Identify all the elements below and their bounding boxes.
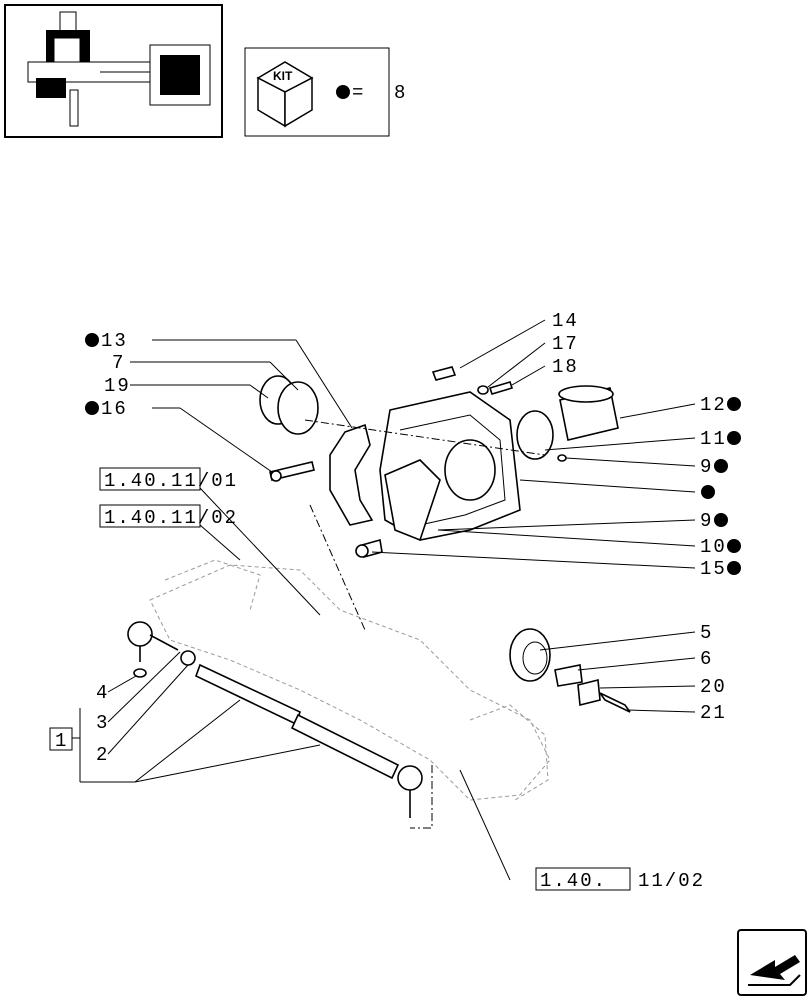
callout-c6: 6 xyxy=(700,648,713,670)
bullet-icon xyxy=(727,561,741,575)
ref-bottom-box-label: 1.40. xyxy=(540,870,607,892)
thumbnail-frame xyxy=(4,4,223,138)
ref-bottom-tail-label: 11/02 xyxy=(638,870,705,892)
kit-equals: = xyxy=(352,82,365,104)
kit-legend: KIT = 8 xyxy=(244,47,407,137)
bullet-icon xyxy=(727,431,741,445)
pin-9 xyxy=(557,454,567,462)
axle-thumbnail xyxy=(27,11,211,127)
kit-cube-icon: KIT xyxy=(256,61,314,128)
gear-5 xyxy=(509,628,551,682)
bracket-half xyxy=(384,459,441,542)
callout-text: 15 xyxy=(700,558,727,580)
ball-joint-left xyxy=(127,621,153,647)
callout-c20: 20 xyxy=(700,676,727,698)
callout-text: 10 xyxy=(700,536,727,558)
nut-4 xyxy=(133,668,147,678)
tie-rod-assembly xyxy=(127,621,433,829)
callout-text: 12 xyxy=(700,394,727,416)
callout-c15: 15 xyxy=(700,558,741,580)
washer-17 xyxy=(477,385,489,395)
exploded-parts-upper xyxy=(259,366,619,631)
bullet-icon xyxy=(714,513,728,527)
callout-c14: 14 xyxy=(552,310,579,332)
bullet-icon xyxy=(727,539,741,553)
callout-c5: 5 xyxy=(700,622,713,644)
callout-text: 9 xyxy=(700,510,713,532)
bullet-icon xyxy=(727,397,741,411)
callout-c21: 21 xyxy=(700,702,727,724)
ref-top[interactable]: 1.40.11/01 xyxy=(99,467,238,492)
nav-arrow-button[interactable] xyxy=(737,929,807,996)
exploded-parts-right xyxy=(509,628,631,713)
plate-6 xyxy=(554,664,583,687)
callout-c4: 4 xyxy=(96,682,109,704)
arrow-icon xyxy=(750,955,800,980)
bullet-icon xyxy=(714,459,728,473)
o-ring-7 xyxy=(277,381,319,435)
leader-lines xyxy=(72,319,696,881)
callout-text: 7 xyxy=(112,352,125,374)
callout-text: 17 xyxy=(552,333,579,355)
callout-text: 13 xyxy=(101,330,128,352)
ref-top-label: 1.40.11/01 xyxy=(104,470,238,492)
tube-left xyxy=(195,663,301,726)
callout-c19: 19 xyxy=(104,375,131,397)
tube-right xyxy=(290,713,400,780)
callout-cdot xyxy=(701,485,715,499)
bullet-icon xyxy=(701,485,715,499)
callout-c7: 7 xyxy=(112,352,125,374)
callout-c2: 2 xyxy=(96,744,109,766)
callout-c12: 12 xyxy=(700,394,741,416)
callout-text: 21 xyxy=(700,702,727,724)
callout-c13: 13 xyxy=(85,330,128,352)
ref-bottom[interactable]: 1.40. 11/02 xyxy=(535,867,705,892)
callout-c9b: 9 xyxy=(700,510,728,532)
callout-c17: 17 xyxy=(552,333,579,355)
kit-count: 8 xyxy=(394,82,407,104)
bolt-18 xyxy=(488,381,514,395)
callout-text: 18 xyxy=(552,356,579,378)
callout-text: 14 xyxy=(552,310,579,332)
callout-c10: 10 xyxy=(700,536,741,558)
bullet-icon xyxy=(85,333,99,347)
callout-text: 16 xyxy=(101,398,128,420)
clip-20 xyxy=(577,678,601,707)
axle-ghost-outline xyxy=(149,559,551,801)
group-marker-label: 1 xyxy=(55,730,68,752)
ref-mid-label: 1.40.11/02 xyxy=(104,507,238,529)
bolt-14 xyxy=(431,366,457,381)
callout-text: 20 xyxy=(700,676,727,698)
callout-text: 4 xyxy=(96,682,109,704)
callout-text: 2 xyxy=(96,744,109,766)
flange-13 xyxy=(329,423,374,526)
group-marker: 1 xyxy=(49,727,73,752)
clamp-3 xyxy=(180,650,196,666)
callout-text: 19 xyxy=(104,375,131,397)
bullet-icon xyxy=(336,85,350,99)
callout-text: 3 xyxy=(96,712,109,734)
seal-ring xyxy=(516,410,554,460)
bullet-icon xyxy=(85,401,99,415)
callout-c9a: 9 xyxy=(700,456,728,478)
callout-text: 11 xyxy=(700,428,727,450)
callout-text: 6 xyxy=(700,648,713,670)
ball-joint-right xyxy=(397,765,423,791)
callout-c18: 18 xyxy=(552,356,579,378)
callout-c11: 11 xyxy=(700,428,741,450)
callout-text: 5 xyxy=(700,622,713,644)
screw-21 xyxy=(599,692,631,713)
callout-c16: 16 xyxy=(85,398,128,420)
callout-text: 9 xyxy=(700,456,713,478)
callout-c3: 3 xyxy=(96,712,109,734)
ref-mid[interactable]: 1.40.11/02 xyxy=(99,504,238,529)
kit-label: KIT xyxy=(273,69,293,83)
